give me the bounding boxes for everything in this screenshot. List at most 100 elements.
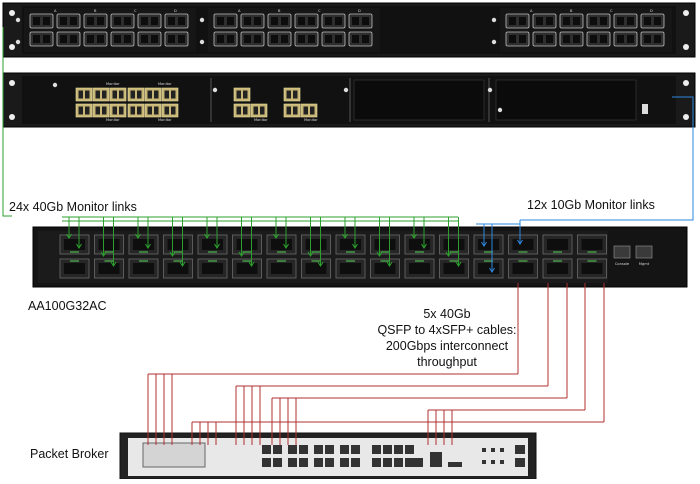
green-arrowhead — [342, 233, 348, 239]
tap-port — [250, 103, 268, 118]
port-led — [449, 260, 459, 262]
port-letter-tag: B — [570, 9, 573, 13]
broker-port — [405, 445, 414, 454]
port-hole — [60, 35, 67, 43]
monitor-tag: Monitor — [254, 118, 268, 122]
broker-port — [351, 445, 360, 454]
broker-port — [314, 445, 323, 454]
qsfp-cage — [202, 263, 223, 274]
port-hole — [70, 35, 77, 43]
port-hole — [590, 35, 597, 43]
green-arrowhead — [110, 261, 117, 267]
broker-port — [325, 458, 334, 467]
port-letter-tag: A — [530, 9, 533, 13]
port-hole — [654, 35, 661, 43]
port-led — [553, 260, 562, 262]
port-hole — [60, 17, 67, 25]
port-led — [70, 260, 79, 262]
green-arrowhead — [455, 261, 462, 267]
green-arrowhead — [386, 261, 393, 267]
qsfp-cage — [512, 239, 534, 250]
port-hole — [141, 35, 148, 43]
broker-port — [288, 445, 297, 454]
port-hole — [519, 35, 526, 43]
tap-port — [300, 103, 318, 118]
port-led — [208, 251, 217, 253]
port-hole — [114, 35, 121, 43]
port-led — [311, 251, 321, 253]
panel-screw — [199, 17, 205, 23]
qsfp-cage — [374, 239, 396, 250]
port-hole — [236, 90, 241, 99]
port-hole — [600, 35, 607, 43]
port-led — [518, 251, 528, 253]
packet-broker-device — [119, 432, 537, 480]
broker-port — [394, 445, 403, 454]
switch-aa100g32ac: Console Mgmt — [32, 226, 688, 288]
port-hole — [563, 35, 570, 43]
qsfp-cage — [167, 263, 189, 274]
port-letter-tag: C — [610, 9, 613, 13]
mgmt-port-tag: Mgmt — [639, 262, 650, 266]
qsfp-cage — [271, 263, 292, 274]
port-hole — [546, 17, 553, 25]
green-arrowhead — [214, 243, 220, 249]
monitor-tag: Monitor — [106, 82, 120, 86]
tap-port — [144, 87, 162, 102]
port-hole — [293, 106, 298, 115]
qsfp-cage — [340, 263, 361, 274]
port-hole — [43, 17, 50, 25]
port-hole — [254, 17, 261, 25]
port-hole — [227, 35, 234, 43]
port-hole — [286, 106, 291, 115]
tap-port — [283, 87, 301, 102]
green-arrowhead — [411, 233, 417, 239]
switch-model-label: AA100G32AC — [28, 299, 107, 313]
port-hole — [95, 106, 100, 115]
port-led — [277, 251, 286, 253]
port-letter-tag: D — [650, 9, 653, 13]
panel-screw — [491, 39, 497, 45]
tap-port — [92, 103, 110, 118]
tap-port — [161, 87, 179, 102]
qsfp-cage — [64, 263, 85, 274]
green-arrowhead — [135, 233, 141, 239]
green-arrowhead — [283, 243, 289, 249]
broker-port — [299, 445, 308, 454]
qsfp-cage — [443, 263, 465, 274]
tap-port — [75, 103, 93, 118]
qsfp-cage — [443, 239, 465, 250]
port-letter-tag: B — [278, 9, 281, 13]
panel-screw — [491, 17, 497, 23]
monitor-tag: Monitor — [158, 118, 172, 122]
port-hole — [244, 35, 251, 43]
port-hole — [171, 106, 176, 115]
qsfp-cage — [340, 239, 361, 250]
port-led — [346, 260, 355, 262]
broker-port — [405, 458, 414, 467]
qsfp-cage — [133, 239, 154, 250]
port-letter-tag: C — [134, 9, 137, 13]
port-led — [484, 260, 493, 262]
port-hole — [298, 35, 305, 43]
port-hole — [112, 106, 117, 115]
packet-broker-label: Packet Broker — [30, 447, 109, 461]
panel-screw — [15, 17, 21, 23]
port-hole — [303, 106, 308, 115]
port-hole — [281, 35, 288, 43]
port-hole — [271, 17, 278, 25]
port-hole — [33, 35, 40, 43]
monitor-tag: Monitor — [304, 118, 318, 122]
green-arrowhead — [238, 251, 245, 257]
broker-port — [299, 458, 308, 467]
port-hole — [573, 35, 580, 43]
broker-led — [482, 460, 486, 464]
qsfp-cage — [581, 239, 603, 250]
broker-led — [491, 448, 495, 452]
port-hole — [217, 35, 224, 43]
port-hole — [519, 17, 526, 25]
port-letter-tag: A — [54, 9, 57, 13]
blue-feed-line — [520, 96, 694, 221]
